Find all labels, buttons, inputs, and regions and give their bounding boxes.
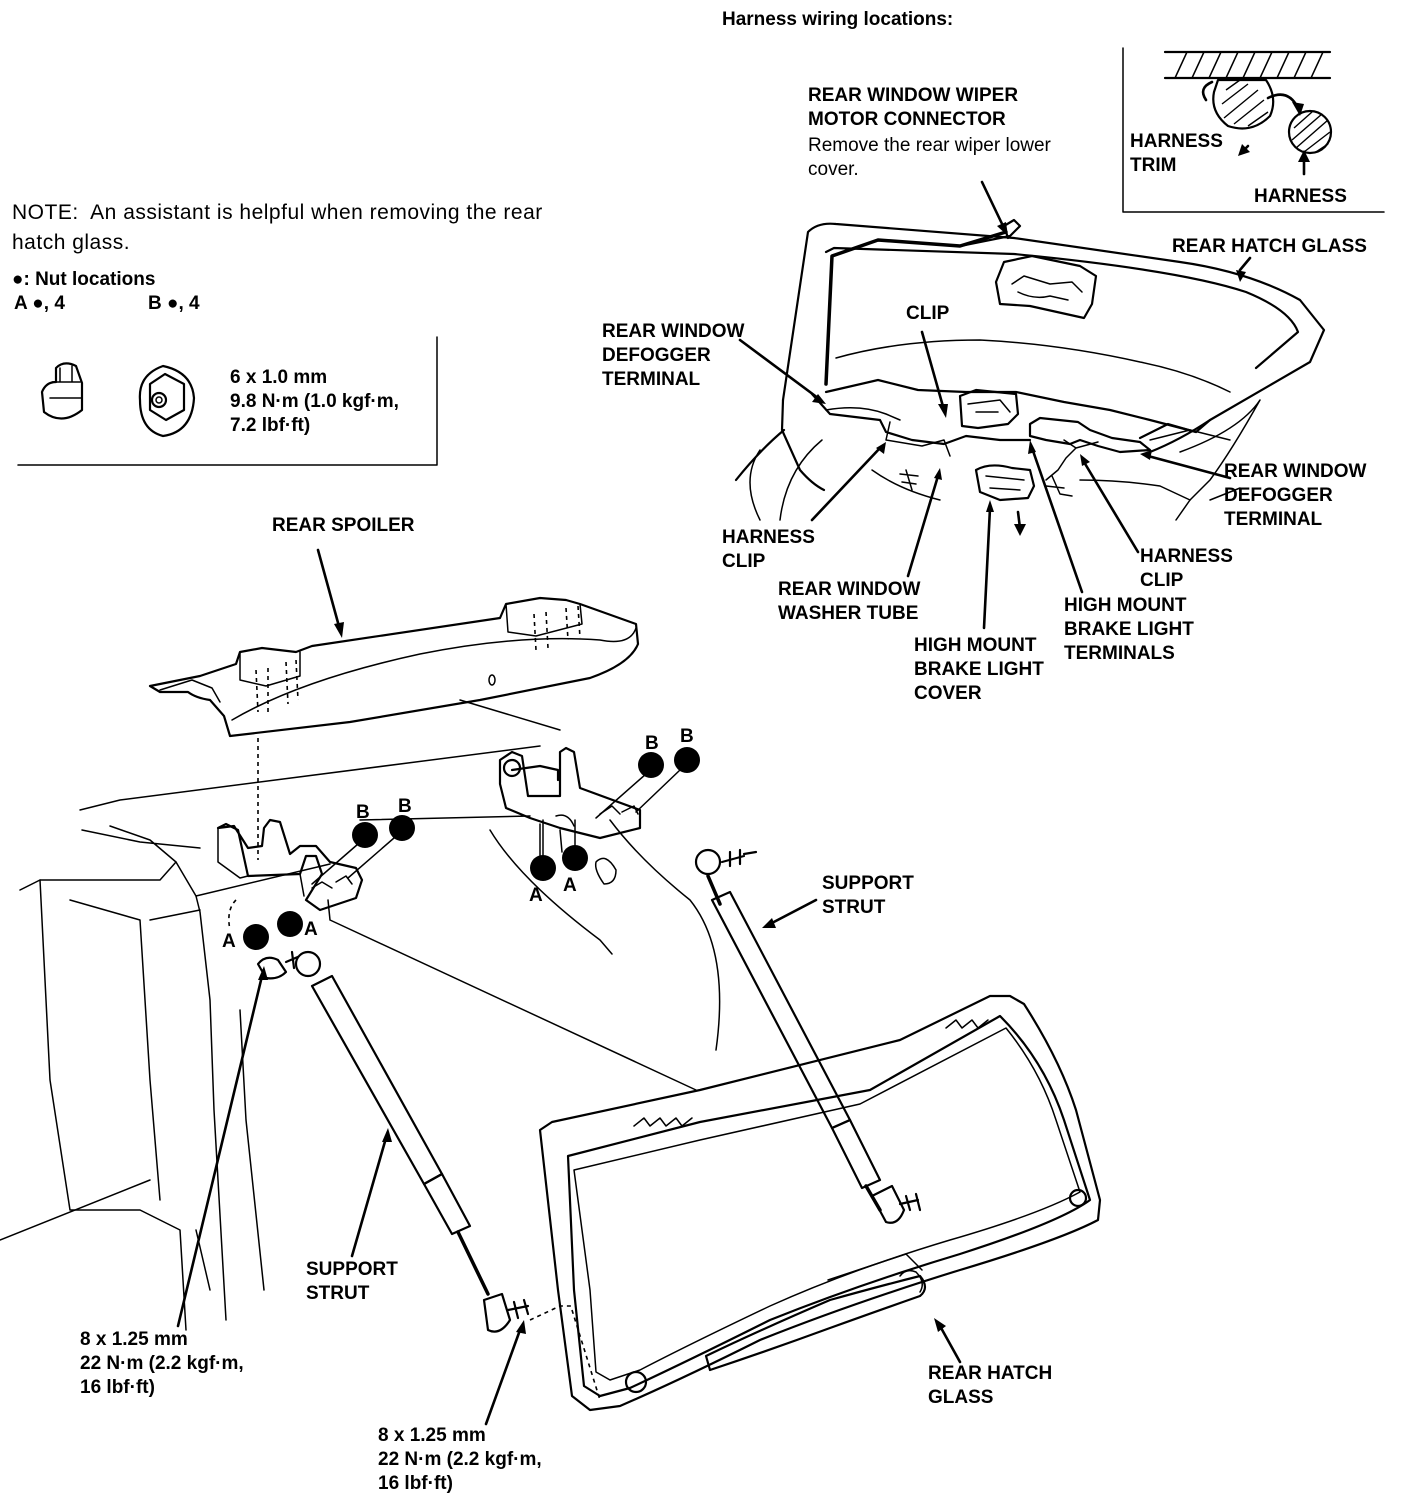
brake-light-cover-label-3: COVER <box>914 683 982 704</box>
nut-b <box>674 747 700 773</box>
bolt-left-spec-3: 16 lbf·ft) <box>80 1377 155 1398</box>
rear-hatch-glass-part <box>538 994 1102 1412</box>
legend-title: ●: Nut locations <box>12 269 156 290</box>
nut-letter-b: B <box>645 733 659 754</box>
brake-light-terminals-label-3: TERMINALS <box>1064 643 1175 664</box>
top-right-leaders <box>738 180 1252 630</box>
lower-leaders <box>176 898 962 1426</box>
nut-letter-b: B <box>356 802 370 823</box>
hatch-hinge-body <box>0 699 721 1331</box>
bolt-center-spec-3: 16 lbf·ft) <box>378 1473 453 1494</box>
clip-label: CLIP <box>906 303 950 324</box>
legend-spec-torque: 9.8 N·m (1.0 kgf·m, <box>230 391 399 412</box>
wiper-motor-note-2: cover. <box>808 159 859 180</box>
wiper-motor-label-2: MOTOR CONNECTOR <box>808 109 1006 130</box>
defogger-right-label-1: REAR WINDOW <box>1224 461 1367 482</box>
nut-letter-b: B <box>398 796 412 817</box>
nut-a <box>530 855 556 881</box>
harness-clip-left-label-2: CLIP <box>722 551 766 572</box>
washer-tube-label-1: REAR WINDOW <box>778 579 921 600</box>
nut-b <box>638 752 664 778</box>
legend-spec-lbf: 7.2 lbf·ft) <box>230 415 311 436</box>
harness-clip-left-label-1: HARNESS <box>722 527 815 548</box>
nut-letter-a: A <box>222 931 236 952</box>
harness-trim-label-2: TRIM <box>1130 155 1177 176</box>
nut-letter-a: A <box>529 885 543 906</box>
brake-light-terminals-label-2: BRAKE LIGHT <box>1064 619 1194 640</box>
support-strut-right-label-2: STRUT <box>822 897 886 918</box>
rear-hatch-glass-label-2: GLASS <box>928 1387 994 1408</box>
nut-a <box>243 924 269 950</box>
defogger-right-label-3: TERMINAL <box>1224 509 1323 530</box>
legend-spec-size: 6 x 1.0 mm <box>230 367 328 388</box>
bolt-center-spec-2: 22 N·m (2.2 kgf·m, <box>378 1449 542 1470</box>
nut-markers <box>243 747 700 950</box>
rear-spoiler-leader <box>316 548 342 632</box>
nut-a <box>562 845 588 871</box>
harness-trim-label-1: HARNESS <box>1130 131 1223 152</box>
flange-nut-icon <box>138 364 196 438</box>
wiper-motor-note-1: Remove the rear wiper lower <box>808 135 1051 156</box>
cap-nut-icon <box>40 362 84 420</box>
legend-nut-b: B ●, 4 <box>148 293 200 314</box>
support-strut-left-label-2: STRUT <box>306 1283 370 1304</box>
legend-box <box>17 336 438 466</box>
nut-letter-a: A <box>563 875 577 896</box>
support-strut-left-label-1: SUPPORT <box>306 1259 398 1280</box>
defogger-left-label-1: REAR WINDOW <box>602 321 745 342</box>
rear-hatch-glass-label-1: REAR HATCH <box>928 1363 1053 1384</box>
defogger-left-label-2: DEFOGGER <box>602 345 711 366</box>
defogger-left-label-3: TERMINAL <box>602 369 701 390</box>
harness-clip-right-label-1: HARNESS <box>1140 546 1233 567</box>
legend-nut-a: A ●, 4 <box>14 293 65 314</box>
harness-clip-right-label-2: CLIP <box>1140 570 1184 591</box>
bolt-left-spec-2: 22 N·m (2.2 kgf·m, <box>80 1353 244 1374</box>
brake-light-cover-label-2: BRAKE LIGHT <box>914 659 1044 680</box>
bolt-center-spec-1: 8 x 1.25 mm <box>378 1425 486 1446</box>
support-strut-right <box>694 848 922 1224</box>
wiper-motor-label-1: REAR WINDOW WIPER <box>808 85 1019 106</box>
harness-wiring-heading: Harness wiring locations: <box>722 9 954 30</box>
rear-hatch-glass-top-label: REAR HATCH GLASS <box>1172 236 1367 257</box>
brake-light-terminals-label-1: HIGH MOUNT <box>1064 595 1187 616</box>
rear-spoiler-label: REAR SPOILER <box>272 515 415 536</box>
rear-spoiler-part <box>148 596 640 738</box>
brake-light-cover-label-1: HIGH MOUNT <box>914 635 1037 656</box>
nut-letter-a: A <box>304 919 318 940</box>
nut-b <box>352 822 378 848</box>
note-line-1: NOTE: An assistant is helpful when remov… <box>12 201 543 224</box>
defogger-right-label-2: DEFOGGER <box>1224 485 1333 506</box>
bolt-left-spec-1: 8 x 1.25 mm <box>80 1329 188 1350</box>
nut-a <box>277 911 303 937</box>
nut-letter-b: B <box>680 726 694 747</box>
note-line-2: hatch glass. <box>12 231 131 254</box>
nut-b <box>389 815 415 841</box>
washer-tube-label-2: WASHER TUBE <box>778 603 919 624</box>
hatch-interior-view <box>734 218 1326 521</box>
support-strut-right-label-1: SUPPORT <box>822 873 914 894</box>
harness-trim-inset <box>1122 47 1385 213</box>
harness-label: HARNESS <box>1254 186 1347 207</box>
